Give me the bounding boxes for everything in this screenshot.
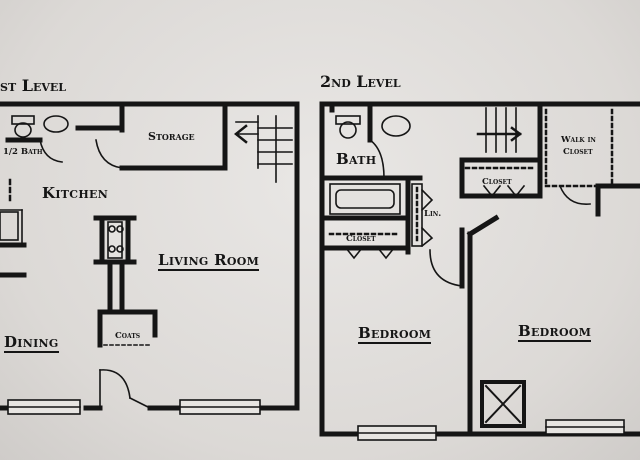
first-level-walls bbox=[0, 101, 300, 411]
second-level-walls bbox=[319, 101, 640, 437]
dining-label: Dining bbox=[4, 333, 59, 353]
left-bedroom-label: Bedroom bbox=[358, 324, 432, 344]
right-bedroom-label: Bedroom bbox=[518, 322, 592, 342]
linen-closet-label: Lin. bbox=[424, 209, 442, 219]
first-level-thin-lines bbox=[0, 115, 293, 415]
half-bath-label: 1/2 Bath bbox=[3, 147, 43, 157]
bath-label: Bath bbox=[336, 150, 377, 168]
walk-in-closet-label-line2: Closet bbox=[563, 147, 593, 157]
storage-label: Storage bbox=[148, 130, 195, 143]
coats-label: Coats bbox=[115, 331, 141, 341]
kitchen-label: Kitchen bbox=[42, 184, 109, 202]
upper-closet-label: Closet bbox=[482, 177, 512, 187]
living-room-label: Living Room bbox=[158, 251, 260, 271]
second-level-thin-lines bbox=[328, 102, 625, 441]
left-closet-label: Closet bbox=[346, 234, 376, 244]
first-level-title: st Level bbox=[0, 76, 66, 95]
walk-in-closet-label-line1: Walk in bbox=[561, 135, 596, 145]
second-level-title: 2nd Level bbox=[320, 72, 401, 91]
